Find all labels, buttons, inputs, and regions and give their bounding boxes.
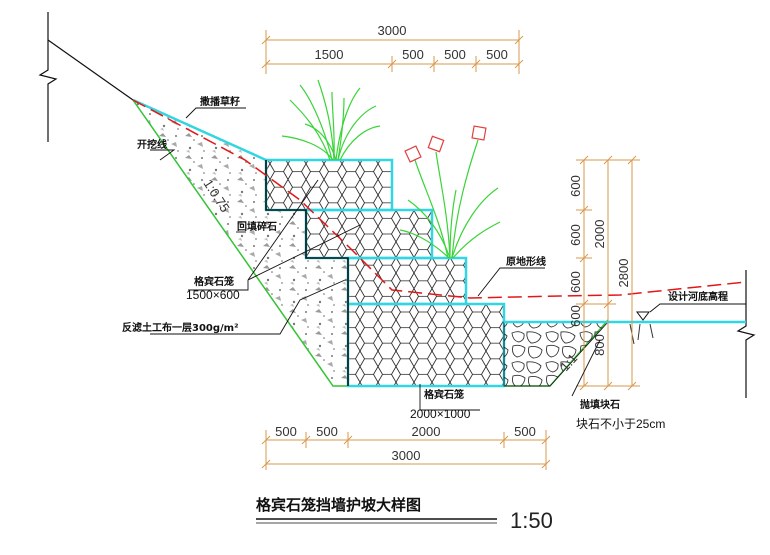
break-line-left bbox=[38, 12, 58, 142]
dim-right-2800: 2800 bbox=[616, 259, 631, 288]
label-gabion-small: 格宾石笼 bbox=[194, 275, 234, 288]
label-geotextile: 反滤土工布一层300g/m² bbox=[122, 321, 238, 334]
dim-top-1500: 1500 bbox=[315, 47, 344, 62]
dim-right-800: 800 bbox=[592, 334, 607, 356]
bottom-dimensions bbox=[261, 430, 551, 470]
right-dimensions bbox=[576, 155, 640, 391]
dim-top-500-a: 500 bbox=[402, 47, 424, 62]
dim-bottom-500-b: 500 bbox=[316, 424, 338, 439]
label-grass-seeding: 撒播草籽 bbox=[200, 95, 240, 108]
backfill-gravel-zone bbox=[133, 100, 348, 386]
dim-top-500-b: 500 bbox=[444, 47, 466, 62]
dim-top-total: 3000 bbox=[378, 23, 407, 38]
riverbed-hatch bbox=[629, 323, 654, 345]
geotextile-line bbox=[265, 160, 349, 386]
dim-top-500-c: 500 bbox=[486, 47, 508, 62]
dim-right-600-d: 600 bbox=[568, 305, 583, 327]
dim-right-600-a: 600 bbox=[568, 175, 583, 197]
break-line-right bbox=[736, 270, 756, 398]
drawing-scale: 1:50 bbox=[510, 508, 553, 533]
label-original-ground: 原地形线 bbox=[506, 255, 546, 268]
gabion-tier-3 bbox=[346, 256, 468, 306]
dim-bottom-total: 3000 bbox=[392, 448, 421, 463]
grass-surface-line bbox=[132, 98, 267, 162]
plant-flowers-right bbox=[399, 125, 501, 259]
natural-ground-slope bbox=[47, 39, 134, 101]
top-dimensions bbox=[261, 30, 524, 74]
dim-right-2000: 2000 bbox=[592, 220, 607, 249]
label-gabion-large: 格宾石笼 bbox=[424, 388, 464, 401]
label-excavation: 开挖线 bbox=[137, 138, 167, 151]
dim-bottom-500-a: 500 bbox=[275, 424, 297, 439]
original-ground-line bbox=[132, 99, 747, 299]
gabion-tier-1 bbox=[264, 158, 394, 212]
label-riverbed-elevation: 设计河底高程 bbox=[668, 290, 728, 303]
label-backfill-gravel: 回填碎石 bbox=[237, 220, 277, 233]
leader-lines bbox=[150, 107, 746, 411]
drawing-title: 格宾石笼挡墙护坡大样图 bbox=[256, 496, 421, 514]
label-gabion-large-size: 2000×1000 bbox=[410, 407, 471, 421]
gabion-base bbox=[346, 302, 506, 388]
dim-right-600-b: 600 bbox=[568, 224, 583, 246]
label-riprap-size: 块石不小于25cm bbox=[576, 417, 665, 431]
label-riprap: 抛填块石 bbox=[580, 398, 620, 411]
dim-bottom-2000: 2000 bbox=[412, 424, 441, 439]
plant-grass-left bbox=[281, 79, 381, 161]
dim-right-600-c: 600 bbox=[568, 271, 583, 293]
elevation-marker-icon bbox=[636, 311, 650, 321]
label-gabion-small-size: 1500×600 bbox=[186, 288, 240, 302]
dim-bottom-500-c: 500 bbox=[514, 424, 536, 439]
